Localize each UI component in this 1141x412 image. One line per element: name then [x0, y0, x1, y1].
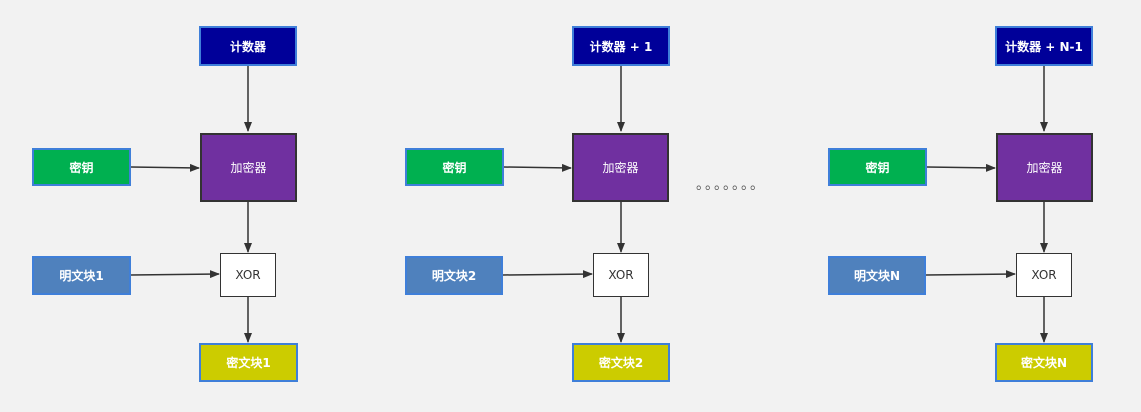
- counter-box: 计数器 + N-1: [995, 26, 1093, 66]
- arrow-key-to-encryptor: [130, 163, 200, 172]
- encryptor-box: 加密器: [996, 133, 1093, 202]
- xor-box: XOR: [220, 253, 276, 297]
- ciphertext-block: 密文块2: [572, 343, 670, 382]
- ellipsis: 。。。。。。。: [696, 177, 766, 193]
- key-box: 密钥: [828, 148, 927, 186]
- arrow-plaintext-to-xor: [502, 270, 593, 279]
- xor-box: XOR: [1016, 253, 1072, 297]
- plaintext-block: 明文块2: [405, 256, 503, 295]
- key-box: 密钥: [405, 148, 504, 186]
- counter-box: 计数器 + 1: [572, 26, 670, 66]
- key-box: 密钥: [32, 148, 131, 186]
- xor-box: XOR: [593, 253, 649, 297]
- arrow-plaintext-to-xor: [925, 270, 1016, 279]
- encryptor-box: 加密器: [200, 133, 297, 202]
- encryptor-box: 加密器: [572, 133, 669, 202]
- arrow-key-to-encryptor: [926, 163, 996, 172]
- plaintext-block: 明文块1: [32, 256, 131, 295]
- arrow-key-to-encryptor: [503, 163, 572, 172]
- arrow-plaintext-to-xor: [130, 270, 220, 279]
- ciphertext-block: 密文块1: [199, 343, 298, 382]
- counter-box: 计数器: [199, 26, 297, 66]
- plaintext-block: 明文块N: [828, 256, 926, 295]
- ciphertext-block: 密文块N: [995, 343, 1093, 382]
